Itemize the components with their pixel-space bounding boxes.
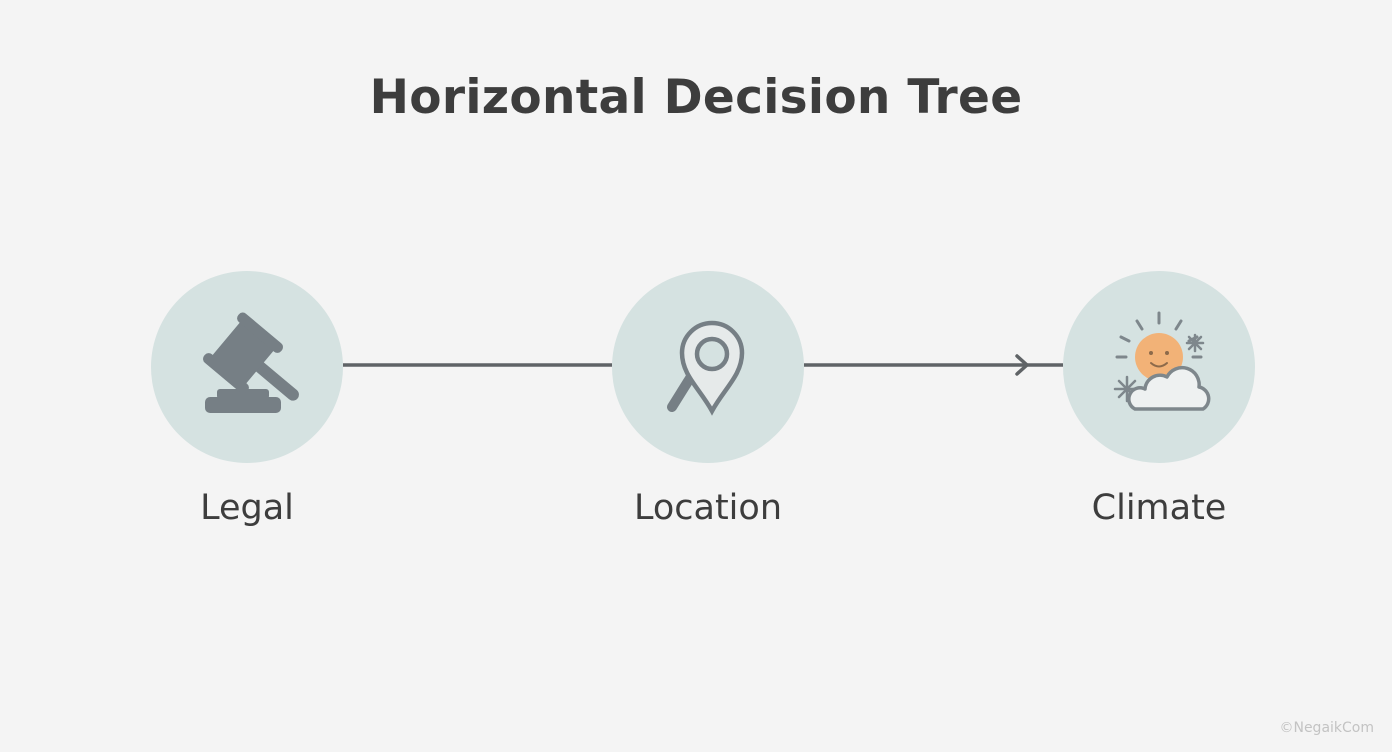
page-title: Horizontal Decision Tree bbox=[369, 70, 1023, 125]
node-legal bbox=[151, 271, 343, 463]
label-location: Location bbox=[633, 488, 783, 528]
label-legal: Legal bbox=[200, 488, 294, 528]
weather-icon bbox=[1113, 311, 1211, 411]
location-search-icon bbox=[667, 320, 745, 416]
label-climate: Climate bbox=[1091, 488, 1227, 528]
arrowhead-icon bbox=[1015, 354, 1029, 376]
gavel-icon bbox=[203, 312, 299, 413]
watermark: ©NegaikCom bbox=[1279, 720, 1374, 736]
node-climate bbox=[1063, 271, 1255, 463]
node-location bbox=[612, 271, 804, 463]
